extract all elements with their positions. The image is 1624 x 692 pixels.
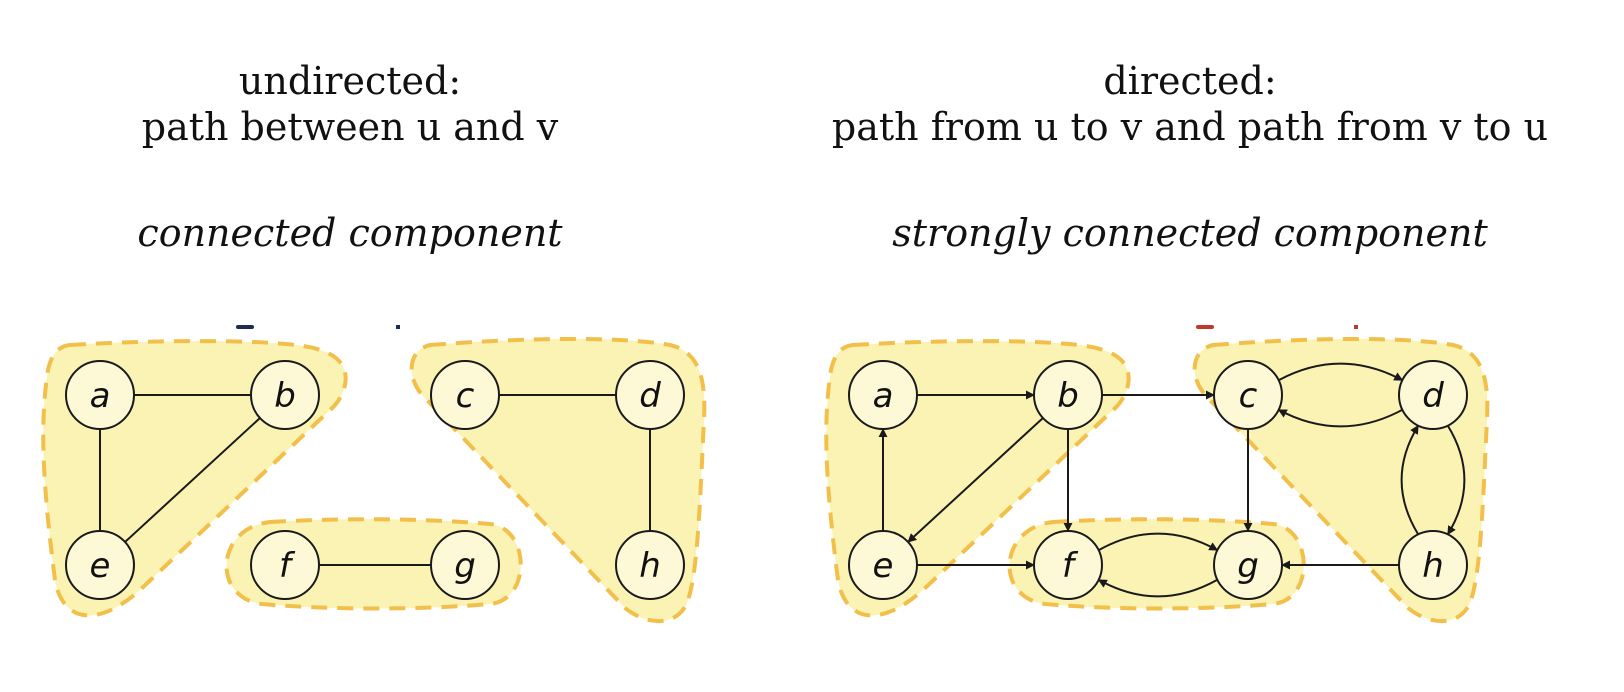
directed-node-f: f — [1033, 530, 1103, 600]
undirected-node-label: d — [639, 376, 661, 416]
directed-edge-d-h — [1446, 425, 1466, 536]
directed-edge-g-f — [1097, 578, 1218, 598]
directed-description: path from u to v and path from v to u — [831, 105, 1549, 149]
strongly-connected-component-term: strongly connected component — [892, 211, 1488, 255]
clipped-mark — [236, 325, 254, 329]
directed-graph: a b c d e f g h — [824, 337, 1490, 624]
undirected-node-label: g — [454, 546, 476, 586]
undirected-node-label: a — [90, 376, 111, 416]
directed-node-label: a — [873, 376, 894, 416]
directed-node-c: c — [1213, 360, 1283, 430]
undirected-graph: a b c d e f g h — [41, 337, 707, 624]
undirected-heading: undirected: — [238, 59, 462, 103]
directed-node-label: e — [873, 546, 894, 586]
clipped-mark — [396, 325, 400, 329]
directed-node-e: e — [848, 530, 918, 600]
clipped-mark — [1354, 325, 1358, 329]
undirected-node-e: e — [65, 530, 135, 600]
undirected-edge-b-e — [124, 417, 261, 543]
directed-node-label: d — [1422, 376, 1444, 416]
directed-edge-f-g — [1098, 532, 1219, 552]
directed-definition: directed: path from u to v and path from… — [760, 58, 1620, 150]
directed-node-label: g — [1237, 546, 1259, 586]
undirected-description: path between u and v — [141, 105, 559, 149]
directed-node-h: h — [1398, 530, 1468, 600]
undirected-node-c: c — [430, 360, 500, 430]
undirected-node-d: d — [615, 360, 685, 430]
undirected-node-g: g — [430, 530, 500, 600]
directed-node-a: a — [848, 360, 918, 430]
undirected-node-label: c — [456, 376, 475, 416]
undirected-node-label: h — [639, 546, 661, 586]
directed-heading: directed: — [1103, 59, 1277, 103]
directed-edge-d-c — [1277, 408, 1403, 428]
undirected-node-a: a — [65, 360, 135, 430]
undirected-node-label: b — [274, 376, 296, 416]
directed-node-label: h — [1422, 546, 1444, 586]
undirected-node-label: e — [90, 546, 111, 586]
directed-node-label: c — [1239, 376, 1258, 416]
undirected-node-b: b — [250, 360, 320, 430]
undirected-definition: undirected: path between u and v — [40, 58, 660, 150]
directed-edge-b-e — [907, 417, 1044, 543]
directed-node-b: b — [1033, 360, 1103, 430]
directed-node-d: d — [1398, 360, 1468, 430]
undirected-node-f: f — [250, 530, 320, 600]
undirected-node-h: h — [615, 530, 685, 600]
directed-node-g: g — [1213, 530, 1283, 600]
connected-component-term: connected component — [137, 211, 563, 255]
directed-edge-h-d — [1400, 424, 1420, 535]
directed-edge-c-d — [1278, 362, 1404, 382]
clipped-mark — [1196, 325, 1214, 329]
directed-node-label: b — [1057, 376, 1079, 416]
